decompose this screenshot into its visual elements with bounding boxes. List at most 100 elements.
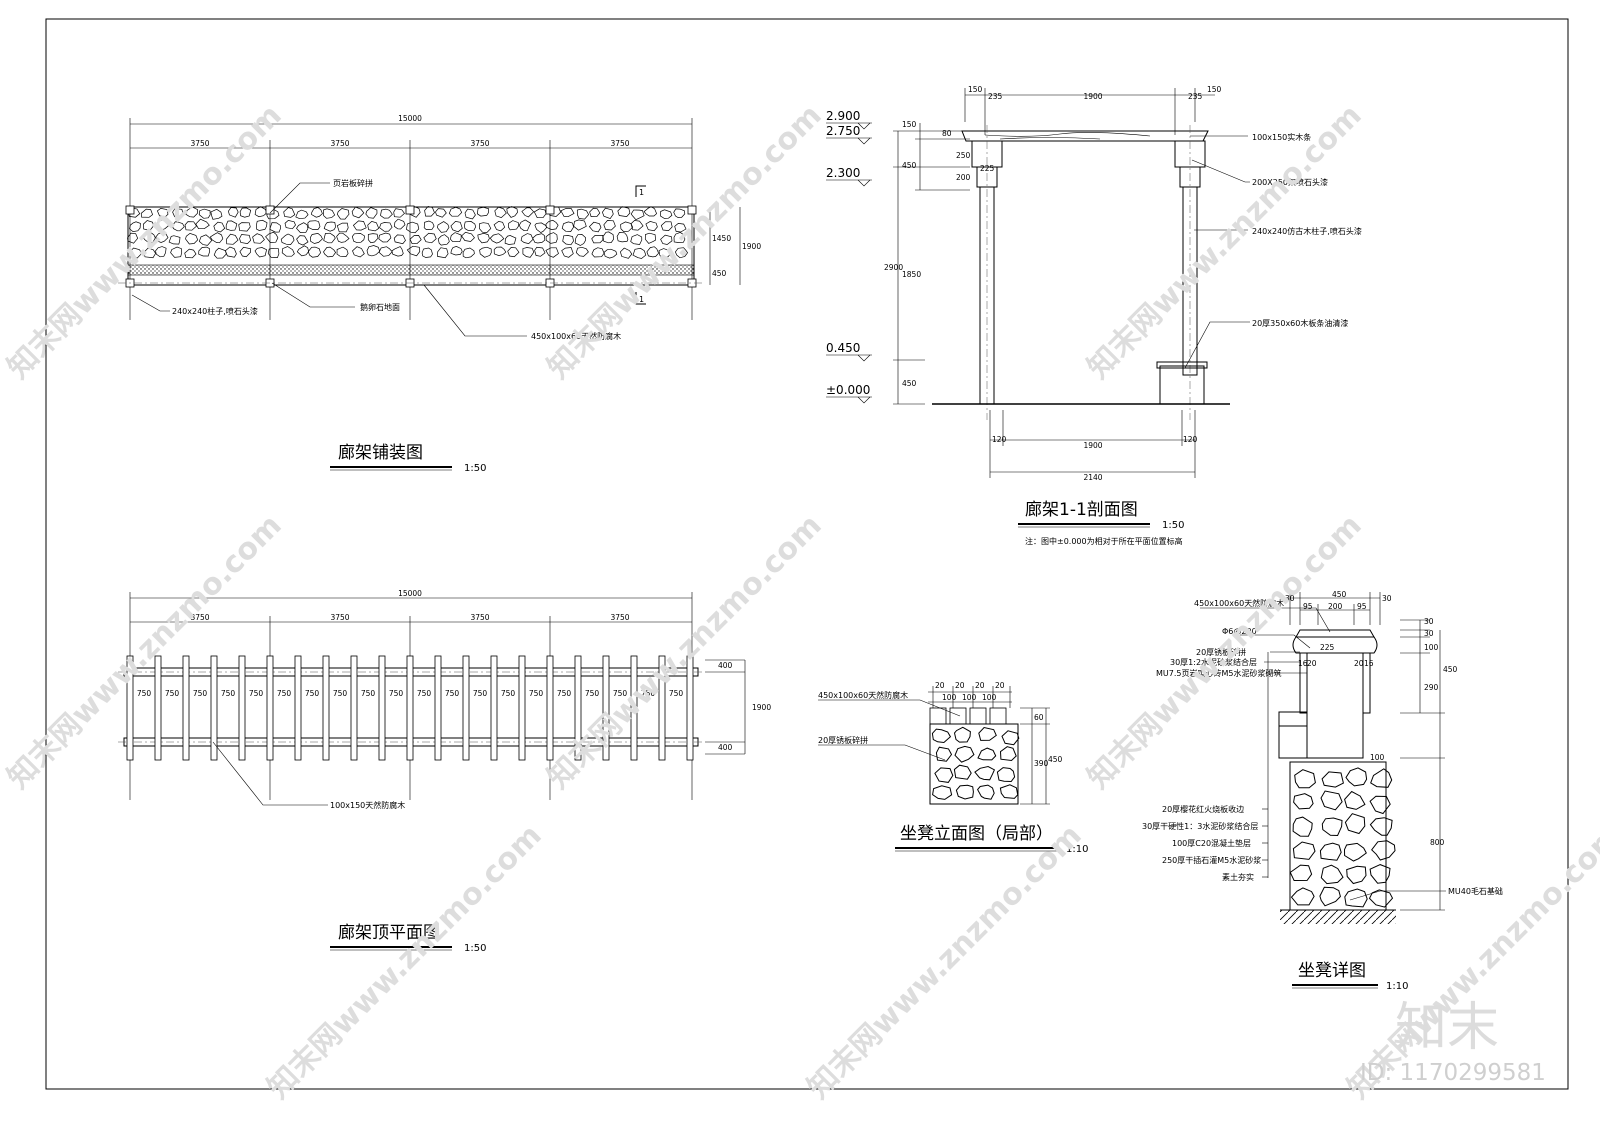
bench-brick-core (1306, 652, 1364, 759)
bench-detail-note: MU7.5页岩实心砖M5水泥砂浆砌筑 (1156, 668, 1281, 678)
flagstone (184, 221, 197, 231)
bench-stone (931, 728, 952, 744)
flagstone (545, 219, 559, 230)
flagstone (198, 246, 211, 257)
flagstone (448, 206, 463, 217)
watermark-text: 知末网www.znzmo.com (541, 508, 829, 796)
section-top-dim: 235 (1188, 92, 1203, 101)
flagstone (379, 222, 393, 232)
bench-detail-note: Φ6@200 (1222, 627, 1257, 636)
flagstone (351, 233, 365, 244)
flagstone (494, 206, 507, 218)
flagstone (591, 235, 604, 244)
flagstone (437, 247, 449, 259)
roof-bay-dim: 3750 (330, 613, 349, 622)
level-marks: 2.900 2.750 2.300 0.450 ±0.000 (826, 109, 872, 404)
flagstone (522, 247, 535, 258)
joist-spacing-dim: 750 (165, 689, 180, 698)
flagstone (210, 208, 223, 220)
flagstone (155, 246, 167, 258)
roof-right-dim: 400 (718, 743, 733, 752)
section-left-dim: 200 (956, 173, 971, 182)
flagstone (280, 233, 295, 245)
flagstone (620, 221, 634, 233)
flagstone (421, 247, 433, 258)
bench-stone (1001, 730, 1020, 746)
foundation-stone (1344, 813, 1366, 835)
roof-joist (658, 655, 666, 761)
section-note: 100x150实木条 (1252, 132, 1311, 142)
flagstone (561, 247, 574, 258)
foundation-stone (1321, 817, 1343, 837)
flagstone (185, 233, 199, 245)
flagstone (574, 234, 586, 246)
bench-stone (932, 785, 953, 800)
bench-detail-top-dim: 450 (1332, 590, 1347, 599)
watermark-text: 知末网www.znzmo.com (261, 818, 549, 1106)
flagstone (462, 247, 475, 259)
flagstone (323, 221, 336, 232)
flagstone (336, 222, 349, 233)
flagstone (378, 246, 393, 257)
section-bottom-dim: 120 (992, 435, 1007, 444)
flagstone (296, 235, 309, 246)
flagstone (172, 208, 184, 219)
joist-spacing-dim: 750 (193, 689, 208, 698)
foundation-stone (1321, 771, 1344, 788)
flagstone (479, 246, 492, 258)
flagstone (254, 206, 268, 218)
joist-spacing-dim: 750 (277, 689, 292, 698)
flagstone (140, 208, 154, 218)
section-top-dim: 150 (1207, 85, 1222, 94)
flagstone (450, 221, 463, 233)
roof-right-dim: 1900 (752, 703, 771, 712)
bench-elevation: 20 20 20 20 100 100 100 60 390 450 450x1… (818, 681, 1088, 855)
bench-detail-inner-dim: 100 (1370, 753, 1385, 762)
bench-elev-dim: 100 (982, 693, 997, 702)
flagstone (224, 246, 237, 258)
section-view: 150 235 1900 235 150 2.900 2.750 2.300 0… (826, 85, 1362, 546)
level-mark: ±0.000 (826, 383, 870, 397)
bench-detail-right-dim: 30 (1424, 617, 1434, 626)
section-mark-top: 1 (639, 188, 644, 197)
section-title: 廊架1-1剖面图 (1025, 500, 1138, 520)
flagstone (351, 206, 365, 219)
flagstone (589, 207, 601, 217)
joist-spacing-dim: 750 (529, 689, 544, 698)
flagstone (507, 247, 520, 258)
roof-joist (434, 655, 442, 761)
flagstone (477, 232, 490, 244)
bench-detail-note: 20厚樱花红火烧板收边 (1162, 804, 1244, 814)
section-scale: 1:50 (1162, 520, 1184, 531)
flagstone (254, 247, 268, 258)
roof-joist (182, 655, 190, 761)
bench-stone (974, 765, 996, 781)
flagstone (493, 221, 506, 232)
flagstone (128, 247, 143, 259)
flagstone (352, 246, 365, 258)
flagstone (195, 218, 210, 230)
level-mark: 0.450 (826, 341, 860, 355)
bench-detail-right-dim: 450 (1443, 665, 1458, 674)
foundation-stone (1289, 864, 1313, 882)
flagstone (520, 233, 534, 244)
flagstone (213, 221, 226, 233)
bench-detail-inner-dim: 16 (1298, 659, 1308, 668)
bench-detail-top-dim: 95 (1303, 602, 1313, 611)
flagstone (630, 234, 643, 245)
flagstone (168, 235, 181, 245)
flagstone (155, 219, 169, 231)
drawing-frame (45, 18, 1569, 1090)
flagstone (620, 247, 633, 259)
flagstone (281, 246, 295, 257)
roof-joist (686, 655, 694, 761)
paving-note: 450x100x60天然防腐木 (531, 331, 621, 341)
flagstone (323, 246, 337, 258)
foundation-stone (1293, 793, 1314, 810)
flagstone (602, 231, 614, 244)
foundation-stone (1345, 767, 1368, 787)
flagstone (267, 247, 280, 258)
flagstone (406, 245, 421, 257)
section-left-dim: 150 (902, 120, 917, 129)
